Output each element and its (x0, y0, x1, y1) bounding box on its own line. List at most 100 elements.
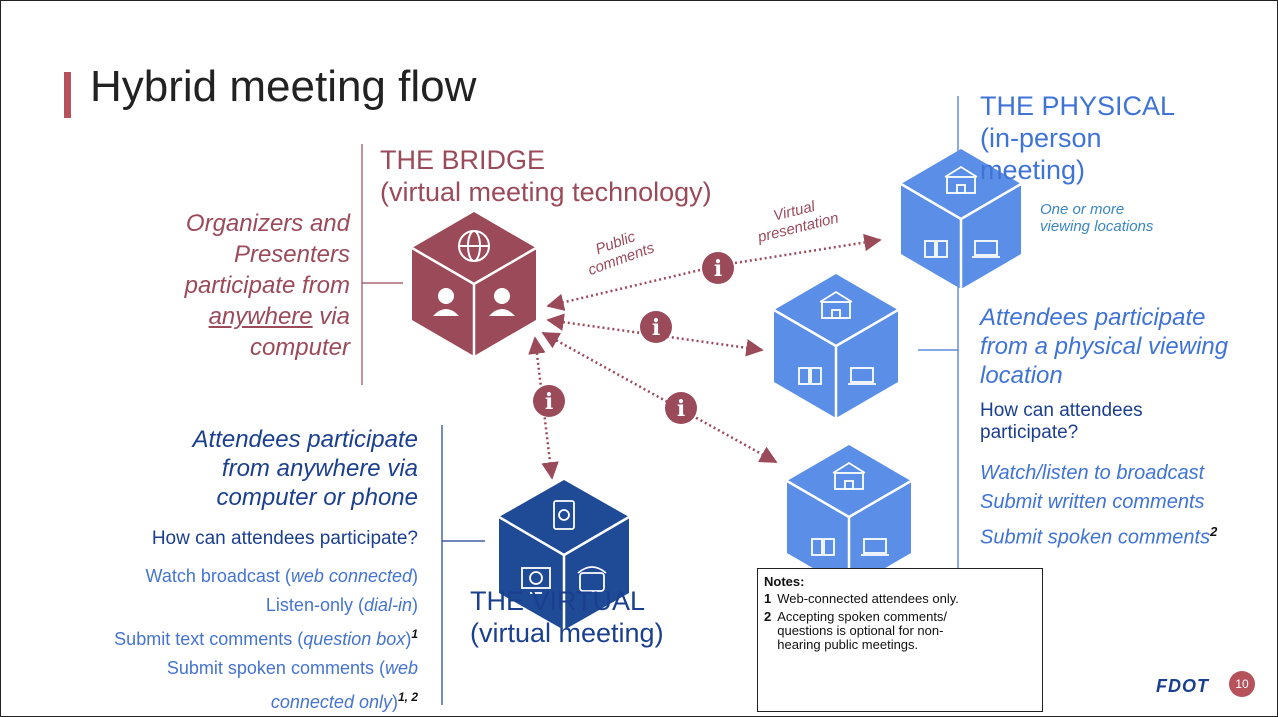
page-title: Hybrid meeting flow (90, 62, 477, 111)
list-item: Watch broadcast (web connected) (10, 562, 418, 591)
attendees-line: from a physical viewing (980, 333, 1229, 360)
item-text: ) (412, 566, 418, 586)
school-building-icon (819, 290, 853, 319)
list-item: Watch/listen to broadcast (980, 462, 1205, 484)
virtual-subheading: (virtual meeting) (470, 618, 664, 648)
notes-box: Notes: 1 Web-connected attendees only. 2… (757, 568, 1043, 712)
item-text: ) (391, 692, 398, 712)
note-number: 2 (764, 609, 772, 624)
item-italic: dial-in (363, 595, 412, 615)
viewing-locations-text: One or more viewing locations (1040, 201, 1153, 235)
question-line: participate? (980, 422, 1079, 443)
note-item: 1 Web-connected attendees only. (764, 592, 1036, 606)
footnote-ref: 2 (1210, 524, 1218, 539)
info-icon: i (665, 392, 697, 424)
note-number: 1 (764, 591, 772, 606)
speaker-icon (798, 367, 822, 385)
viewing-line: viewing locations (1040, 218, 1154, 235)
item-text: ) (405, 629, 412, 649)
bridge-subheading: (virtual meeting technology) (380, 177, 712, 207)
fdot-logo: FDOT (1156, 676, 1209, 696)
note-text: questions is optional for non- (777, 623, 944, 638)
list-item: Submit written comments (980, 491, 1205, 513)
svg-text:i: i (545, 389, 553, 415)
school-building-icon (944, 165, 978, 194)
flow-arrow-location-3 (541, 331, 778, 464)
school-building-icon (832, 461, 866, 490)
item-italic: web (384, 658, 418, 678)
list-item: Submit spoken comments2 (980, 517, 1217, 553)
viewing-line: One or more (1040, 201, 1125, 218)
svg-text:i: i (714, 256, 722, 282)
virtual-question: How can attendees participate? (151, 528, 418, 549)
notes-title: Notes: (764, 574, 805, 589)
list-item: Submit spoken comments (web (10, 654, 418, 683)
info-icon: i (640, 311, 672, 343)
laptop-globe-icon (848, 367, 876, 385)
organizers-line: participate from (184, 272, 350, 299)
physical-location-hexagon (900, 149, 1022, 289)
telephone-icon (577, 566, 607, 592)
globe-icon (458, 230, 490, 262)
note-text: hearing public meetings. (777, 637, 919, 652)
headset-person-icon (433, 288, 459, 316)
virtual-participation-list: Watch broadcast (web connected) Listen-o… (10, 562, 418, 717)
headset-person-icon (489, 288, 515, 316)
virtual-attendees-text: Attendees participate from anywhere via … (150, 425, 418, 512)
info-icon: i (702, 252, 734, 284)
title-accent-bar (64, 72, 71, 118)
organizers-via: via (312, 303, 350, 330)
svg-text:i: i (677, 396, 685, 422)
note-text: Web-connected attendees only. (777, 591, 959, 606)
info-icon: i (533, 385, 565, 417)
item-italic: question box (303, 629, 406, 649)
virtual-heading-block: THE VIRTUAL (virtual meeting) (470, 585, 664, 649)
organizers-line: computer (249, 334, 350, 361)
footnote-ref: 1, 2 (397, 690, 418, 704)
desktop-globe-icon (521, 567, 551, 594)
bridge-heading-block: THE BRIDGE (virtual meeting technology) (380, 144, 712, 208)
item-text: Listen-only ( (265, 595, 364, 615)
physical-location-hexagon (773, 274, 899, 418)
speaker-icon (811, 538, 835, 556)
item-italic: web connected (290, 566, 412, 586)
organizers-text: Organizers and Presenters participate fr… (150, 208, 350, 363)
flow-arrow-public-comments (546, 268, 701, 311)
bridge-heading: THE BRIDGE (380, 145, 546, 175)
attendees-line: location (980, 362, 1063, 389)
attendees-line: computer or phone (216, 484, 418, 511)
page-number-badge: 10 (1229, 671, 1255, 697)
list-item: Listen-only (dial-in) (10, 591, 418, 620)
note-text-block: Accepting spoken comments/ questions is … (777, 610, 947, 652)
virtual-hexagon (498, 480, 630, 630)
speaker-icon (924, 240, 948, 258)
svg-text:i: i (652, 315, 660, 341)
organizers-underlined: anywhere (208, 303, 313, 330)
item-text: ) (412, 595, 418, 615)
organizers-line: Organizers and (185, 210, 350, 237)
note-item: 2 Accepting spoken comments/ questions i… (764, 610, 1036, 652)
organizers-line: anywhere via (150, 301, 350, 332)
item-text: Submit text comments ( (114, 629, 304, 649)
bridge-hexagon (411, 212, 537, 356)
physical-heading: THE PHYSICAL (980, 91, 1176, 121)
laptop-globe-icon (861, 538, 889, 556)
physical-question: How can attendees participate? (980, 400, 1143, 444)
attendees-line: Attendees participate (192, 426, 418, 453)
list-item: Submit text comments (question box)1 (10, 620, 418, 654)
item-italic: connected only (270, 692, 392, 712)
item-text: Submit spoken comments ( (166, 658, 385, 678)
physical-heading-block: THE PHYSICAL (in-person meeting) (980, 90, 1175, 186)
question-line: How can attendees (980, 400, 1143, 421)
item-text: Watch broadcast ( (145, 566, 291, 586)
attendees-line: Attendees participate (980, 304, 1206, 331)
note-text: Accepting spoken comments/ (777, 609, 948, 624)
physical-location-hexagon (786, 445, 912, 589)
physical-attendees-text: Attendees participate from a physical vi… (980, 303, 1228, 390)
physical-participation-list: Watch/listen to broadcast Submit written… (980, 459, 1217, 553)
organizers-line: Presenters (233, 241, 350, 268)
list-item: connected only)1, 2 (10, 683, 418, 717)
physical-subheading: meeting) (980, 155, 1086, 185)
tablet-icon (553, 500, 575, 530)
